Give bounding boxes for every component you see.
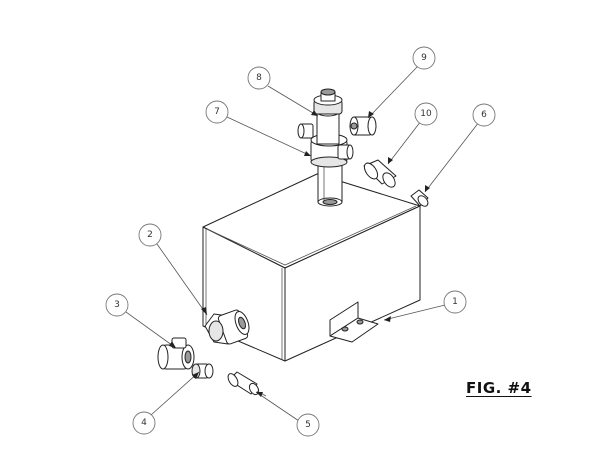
balloon-9: 9	[412, 46, 436, 70]
figure-label: FIG. #4	[466, 379, 532, 397]
balloon-7-number: 7	[214, 107, 220, 117]
balloon-7: 7	[205, 100, 229, 124]
balloon-5: 5	[296, 413, 320, 437]
balloon-2: 2	[138, 223, 162, 247]
plug-fitting	[349, 116, 377, 136]
balloon-3-number: 3	[114, 300, 120, 310]
balloon-3: 3	[105, 293, 129, 317]
balloon-8-number: 8	[256, 73, 262, 83]
balloon-1-number: 1	[452, 297, 458, 307]
balloon-10: 10	[414, 102, 438, 126]
pressure-cap	[297, 88, 343, 145]
balloon-9-number: 9	[421, 53, 427, 63]
elbow-fitting	[157, 337, 195, 370]
balloon-2-number: 2	[147, 230, 153, 240]
balloon-4-number: 4	[141, 418, 147, 428]
mounting-bracket	[329, 301, 379, 343]
balloon-10-number: 10	[420, 109, 432, 119]
outlet-fitting	[204, 309, 250, 345]
leader-lines	[125, 65, 480, 422]
balloon-4: 4	[132, 411, 156, 435]
leader-arrowheads	[169, 110, 430, 397]
vent-fitting	[363, 159, 397, 188]
balloon-1: 1	[443, 290, 467, 314]
balloon-6-number: 6	[481, 110, 487, 120]
small-plug	[410, 189, 429, 207]
balloon-6: 6	[472, 103, 496, 127]
balloon-8: 8	[247, 66, 271, 90]
balloon-5-number: 5	[305, 420, 311, 430]
